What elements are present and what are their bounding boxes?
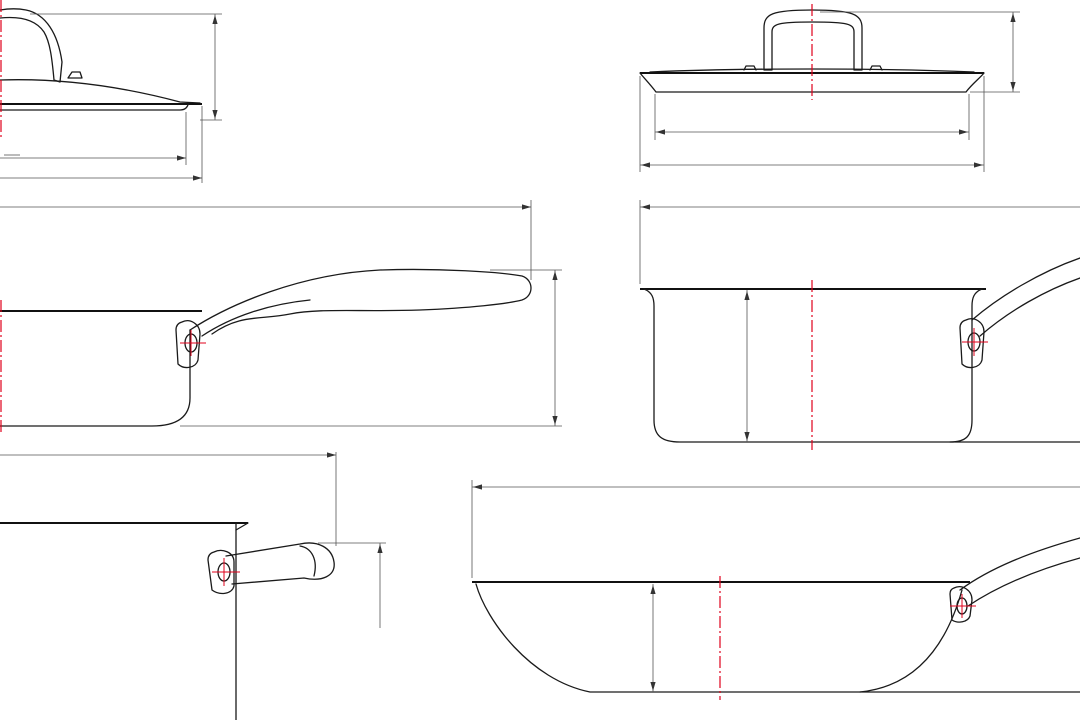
stockpot-rivet-plate	[207, 549, 235, 595]
saucepan-handle-upper	[971, 257, 1080, 321]
lid-side-view-left	[0, 0, 222, 183]
wok-handle-lower	[967, 557, 1080, 607]
saucepan-handle-lower	[979, 277, 1080, 337]
saucepan-body	[643, 288, 1080, 443]
lid-dome-outline	[0, 79, 201, 104]
lid-handle-foot-right	[869, 65, 883, 71]
lid-front-view-right	[639, 4, 1020, 172]
stockpot-handle-tip	[299, 545, 316, 577]
lid-knob-outline	[0, 8, 63, 83]
stockpot-handle-view	[0, 452, 386, 720]
saute-pan-handle-upper	[189, 268, 532, 335]
lid-handle-foot-left	[743, 65, 757, 71]
lid-rim-lip	[0, 103, 189, 111]
stockpot-handle-outline	[225, 542, 335, 585]
wok-rivet-plate	[949, 586, 973, 623]
lid-dome-front	[649, 68, 975, 73]
saucepan-front-view	[639, 200, 1080, 450]
lid-knob-base	[67, 71, 83, 79]
saute-pan-side-view	[0, 200, 562, 432]
wok-side-view	[471, 480, 1080, 700]
saute-pan-handle-lower	[201, 299, 311, 337]
saucepan-body-right-wall	[949, 288, 983, 443]
saucepan-rivet-plate	[959, 318, 985, 369]
lid-skirt-front	[639, 72, 985, 93]
wok-bowl-outline	[475, 583, 963, 693]
saute-pan-rivet-plate	[175, 320, 201, 369]
saute-pan-body	[0, 329, 191, 427]
lid-handle-outline	[763, 9, 863, 71]
wok-handle-upper	[959, 537, 1080, 591]
stockpot-rim-lip	[235, 522, 249, 531]
